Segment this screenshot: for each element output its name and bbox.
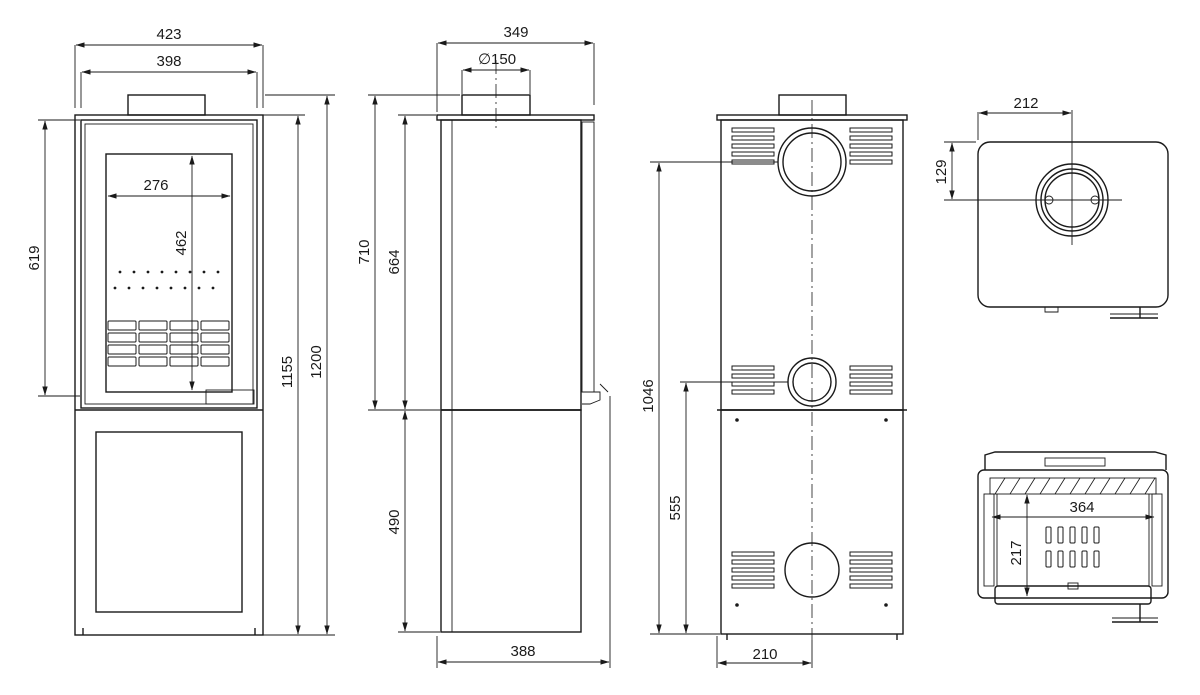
side-door-profile xyxy=(581,121,595,393)
dim-side-upper-height: 664 xyxy=(386,249,403,274)
dim-top-flue-offset-x: 212 xyxy=(1013,95,1038,112)
dim-side-depth-top: 349 xyxy=(503,24,528,41)
dim-rear-outlet-offset: 210 xyxy=(752,646,777,663)
dim-side-base-depth: 388 xyxy=(510,643,535,660)
rear-vent-slots xyxy=(731,127,893,589)
front-glass-dots xyxy=(113,270,220,290)
top-view: 212 129 xyxy=(933,95,1169,319)
dim-front-width-inner: 398 xyxy=(156,53,181,70)
dim-rear-outlet-height: 555 xyxy=(667,495,684,520)
front-flue-collar xyxy=(127,94,206,116)
front-view: 423 398 276 462 619 1155 1200 xyxy=(26,26,335,636)
side-upper-body xyxy=(440,119,582,411)
dim-rear-top-outlet-height: 1046 xyxy=(640,379,657,412)
dim-door-height: 619 xyxy=(26,245,43,270)
front-base-panel xyxy=(95,431,243,613)
section-view: 364 217 xyxy=(977,451,1169,623)
section-grate-slots xyxy=(1045,526,1100,568)
front-door-handle xyxy=(205,389,255,405)
dim-front-width-outer: 423 xyxy=(156,26,181,43)
rear-flue-collar xyxy=(778,94,847,116)
section-baffle xyxy=(989,477,1157,495)
top-body-outline xyxy=(977,141,1169,308)
dim-glass-height: 462 xyxy=(173,230,190,255)
section-top-lip xyxy=(984,451,1167,470)
dim-firebox-depth: 217 xyxy=(1008,540,1025,565)
dim-flue-height: 710 xyxy=(356,239,373,264)
dim-total-height: 1200 xyxy=(308,345,325,378)
front-glass xyxy=(105,153,233,393)
front-grate xyxy=(107,320,230,367)
front-body-outline xyxy=(74,114,264,636)
rear-view: 1046 555 210 xyxy=(640,94,908,668)
section-door xyxy=(994,585,1152,605)
dim-flue-diameter: ∅150 xyxy=(478,51,516,68)
dim-top-flue-offset-y: 129 xyxy=(933,159,950,184)
side-base xyxy=(440,409,582,633)
rear-lower-outlet xyxy=(784,542,840,598)
section-hatch xyxy=(994,477,1156,495)
side-view: 349 ∅150 710 664 490 388 xyxy=(356,24,611,668)
dim-firebox-width: 364 xyxy=(1069,499,1094,516)
front-door-frame xyxy=(80,119,258,409)
dim-glass-width: 276 xyxy=(143,177,168,194)
dim-side-base-height: 490 xyxy=(386,509,403,534)
dim-body-height: 1155 xyxy=(279,356,296,388)
